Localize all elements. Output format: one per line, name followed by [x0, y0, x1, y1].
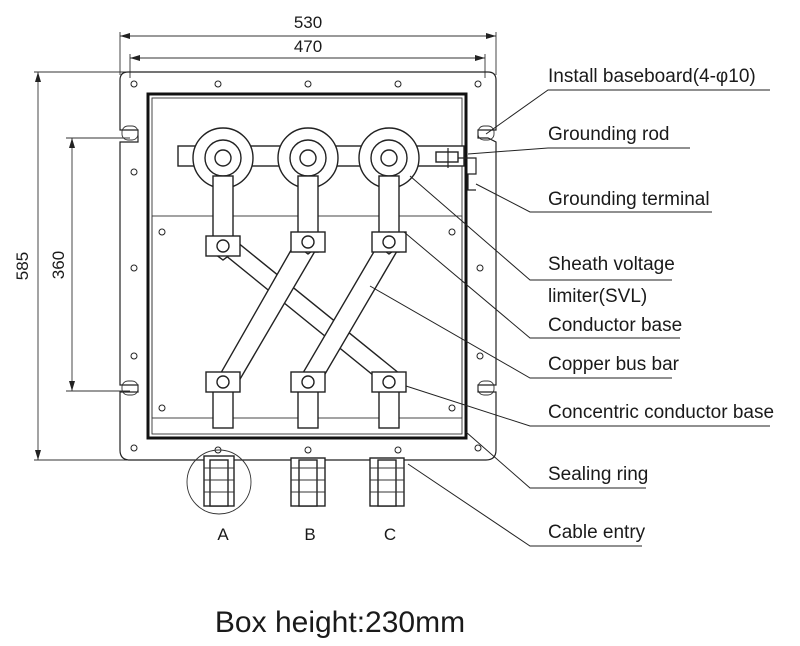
label-install-baseboard: Install baseboard(4-φ10) — [548, 66, 756, 87]
outer-height-value: 585 — [13, 252, 32, 280]
label-conductor-base: Conductor base — [548, 315, 682, 336]
svl-b — [277, 127, 339, 189]
label-grounding-terminal: Grounding terminal — [548, 189, 710, 210]
label-grounding-rod: Grounding rod — [548, 124, 669, 145]
dimension-outer-width: 530 — [119, 13, 497, 75]
perimeter-bolts — [130, 80, 484, 454]
mounting-slots — [121, 125, 495, 396]
box-wall — [146, 92, 468, 440]
box-height-caption: Box height:230mm — [215, 606, 465, 639]
baseboard — [119, 71, 497, 461]
leader-lines — [369, 89, 770, 547]
cable-entries — [186, 449, 405, 515]
inner-plate-bolts — [158, 228, 456, 412]
mount-spacing-value: 360 — [49, 251, 68, 279]
phase-label-c: C — [384, 525, 396, 544]
label-concentric-conductor-base: Concentric conductor base — [548, 402, 774, 423]
label-svl-line2: limiter(SVL) — [548, 286, 647, 307]
label-copper-bus-bar: Copper bus bar — [548, 354, 680, 375]
label-sealing-ring: Sealing ring — [548, 464, 648, 485]
svl-c — [358, 127, 420, 189]
label-cable-entry: Cable entry — [548, 522, 646, 543]
inner-width-value: 470 — [294, 37, 322, 56]
dimension-inner-width: 470 — [129, 37, 486, 78]
grounding-terminal — [458, 157, 477, 191]
concentric-conductor-bases — [205, 371, 407, 393]
copper-bus-bars — [212, 237, 402, 387]
phase-label-a: A — [217, 525, 229, 544]
outer-width-value: 530 — [294, 13, 322, 32]
svl-a — [192, 127, 254, 189]
dimension-outer-height: 585 — [13, 71, 130, 461]
dimension-mount-spacing: 360 — [49, 137, 130, 392]
conductor-bases — [205, 231, 407, 261]
label-svl-line1: Sheath voltage — [548, 254, 675, 275]
phase-label-b: B — [304, 525, 315, 544]
